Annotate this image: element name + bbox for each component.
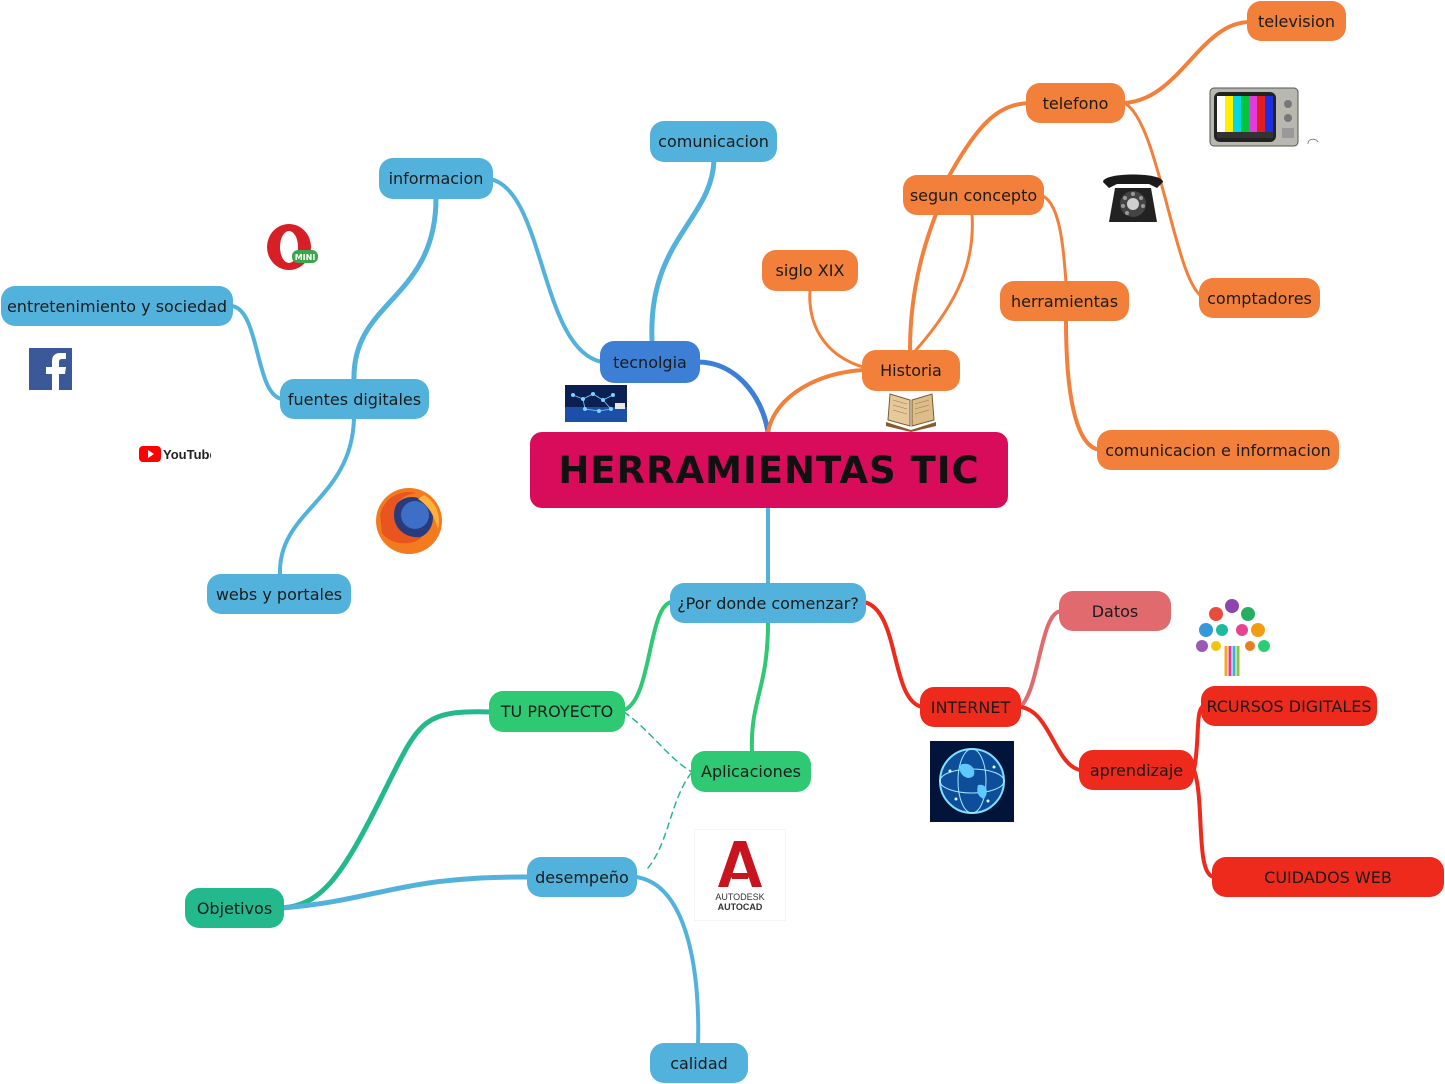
tv-icon: [1208, 84, 1320, 150]
link-historia-siglo: [808, 288, 868, 370]
globe-icon: [930, 741, 1014, 822]
node-por-donde-comenzar[interactable]: ¿Por donde comenzar?: [670, 583, 866, 623]
node-telefono[interactable]: telefono: [1026, 83, 1125, 123]
link-fuentes-webs: [277, 416, 356, 576]
node-aprendizaje[interactable]: aprendizaje: [1079, 750, 1194, 790]
link-pordonde-proyecto: [622, 600, 674, 712]
link-internet-aprendizaje: [1018, 705, 1082, 772]
link-historia-segun: [908, 212, 938, 352]
opera-mini-icon: MINI: [264, 222, 320, 272]
link-telefono-comptadores: [1122, 101, 1207, 300]
opera-badge-text: MINI: [295, 253, 316, 262]
link-telefono-television: [1122, 20, 1252, 105]
telephone-icon: [1097, 170, 1169, 226]
link-pordonde-internet: [862, 600, 924, 709]
link-desempeno-calidad: [634, 875, 701, 1046]
node-datos[interactable]: Datos: [1059, 591, 1171, 631]
link-segun-herramientas: [1038, 193, 1068, 284]
link-segun-telefono: [946, 101, 1032, 180]
link-aprendizaje-cuidados: [1192, 768, 1216, 879]
autocad-line2: AUTOCAD: [718, 902, 763, 912]
node-historia[interactable]: Historia: [862, 350, 960, 391]
node-cuidados-web[interactable]: CUIDADOS WEB: [1212, 857, 1444, 897]
link-tecnolgia-comunicacion: [649, 157, 717, 343]
link-central-historia: [766, 368, 866, 434]
facebook-icon: [29, 348, 72, 390]
node-tecnolgia[interactable]: tecnolgia: [600, 341, 700, 383]
node-herramientas[interactable]: herramientas: [1000, 281, 1129, 321]
link-dashed-proyecto-aplicaciones: [623, 711, 693, 773]
node-comunicacion-informacion[interactable]: comunicacion e informacion: [1097, 430, 1339, 470]
node-informacion[interactable]: informacion: [379, 158, 493, 199]
link-informacion-fuentes: [351, 195, 439, 383]
node-segun-concepto[interactable]: segun concepto: [903, 175, 1044, 215]
autocad-line1: AUTODESK: [715, 892, 764, 902]
node-internet[interactable]: INTERNET: [920, 687, 1021, 727]
link-central-tecnolgia: [695, 359, 771, 435]
node-television[interactable]: television: [1247, 1, 1346, 41]
node-siglo-xix[interactable]: siglo XIX: [762, 250, 858, 291]
link-herramientas-comunicacion: [1064, 318, 1104, 452]
link-historia-segun2: [914, 212, 974, 352]
firefox-icon: [372, 485, 446, 555]
network-icon: [565, 385, 627, 422]
book-icon: [884, 390, 938, 432]
node-fuentes-digitales[interactable]: fuentes digitales: [280, 379, 429, 419]
node-aplicaciones[interactable]: Aplicaciones: [691, 751, 811, 792]
node-comptadores[interactable]: comptadores: [1199, 278, 1320, 318]
link-internet-datos: [1018, 608, 1064, 709]
autocad-icon: AUTODESK AUTOCAD: [693, 828, 787, 922]
node-calidad[interactable]: calidad: [650, 1043, 748, 1083]
node-recursos-digitales[interactable]: RCURSOS DIGITALES: [1201, 686, 1377, 726]
node-desempeno[interactable]: desempeño: [527, 857, 637, 897]
youtube-text: YouTube: [163, 447, 211, 462]
link-proyecto-objetivos: [279, 709, 495, 911]
node-entretenimiento[interactable]: entretenimiento y sociedad: [1, 286, 233, 326]
tree-icon: [1190, 596, 1274, 678]
node-webs-portales[interactable]: webs y portales: [207, 574, 351, 614]
node-objetivos[interactable]: Objetivos: [185, 888, 284, 928]
link-dashed-desempeno-aplicaciones: [647, 771, 693, 869]
central-topic[interactable]: HERRAMIENTAS TIC: [530, 432, 1008, 508]
link-objetivos-desempeno: [279, 874, 533, 911]
link-pordonde-aplicaciones: [749, 620, 770, 754]
youtube-icon: YouTube: [139, 444, 217, 464]
link-tecnolgia-informacion: [488, 177, 604, 364]
link-fuentes-entretenimiento: [230, 304, 284, 401]
node-tu-proyecto[interactable]: TU PROYECTO: [489, 691, 625, 732]
node-comunicacion[interactable]: comunicacion: [650, 121, 777, 162]
